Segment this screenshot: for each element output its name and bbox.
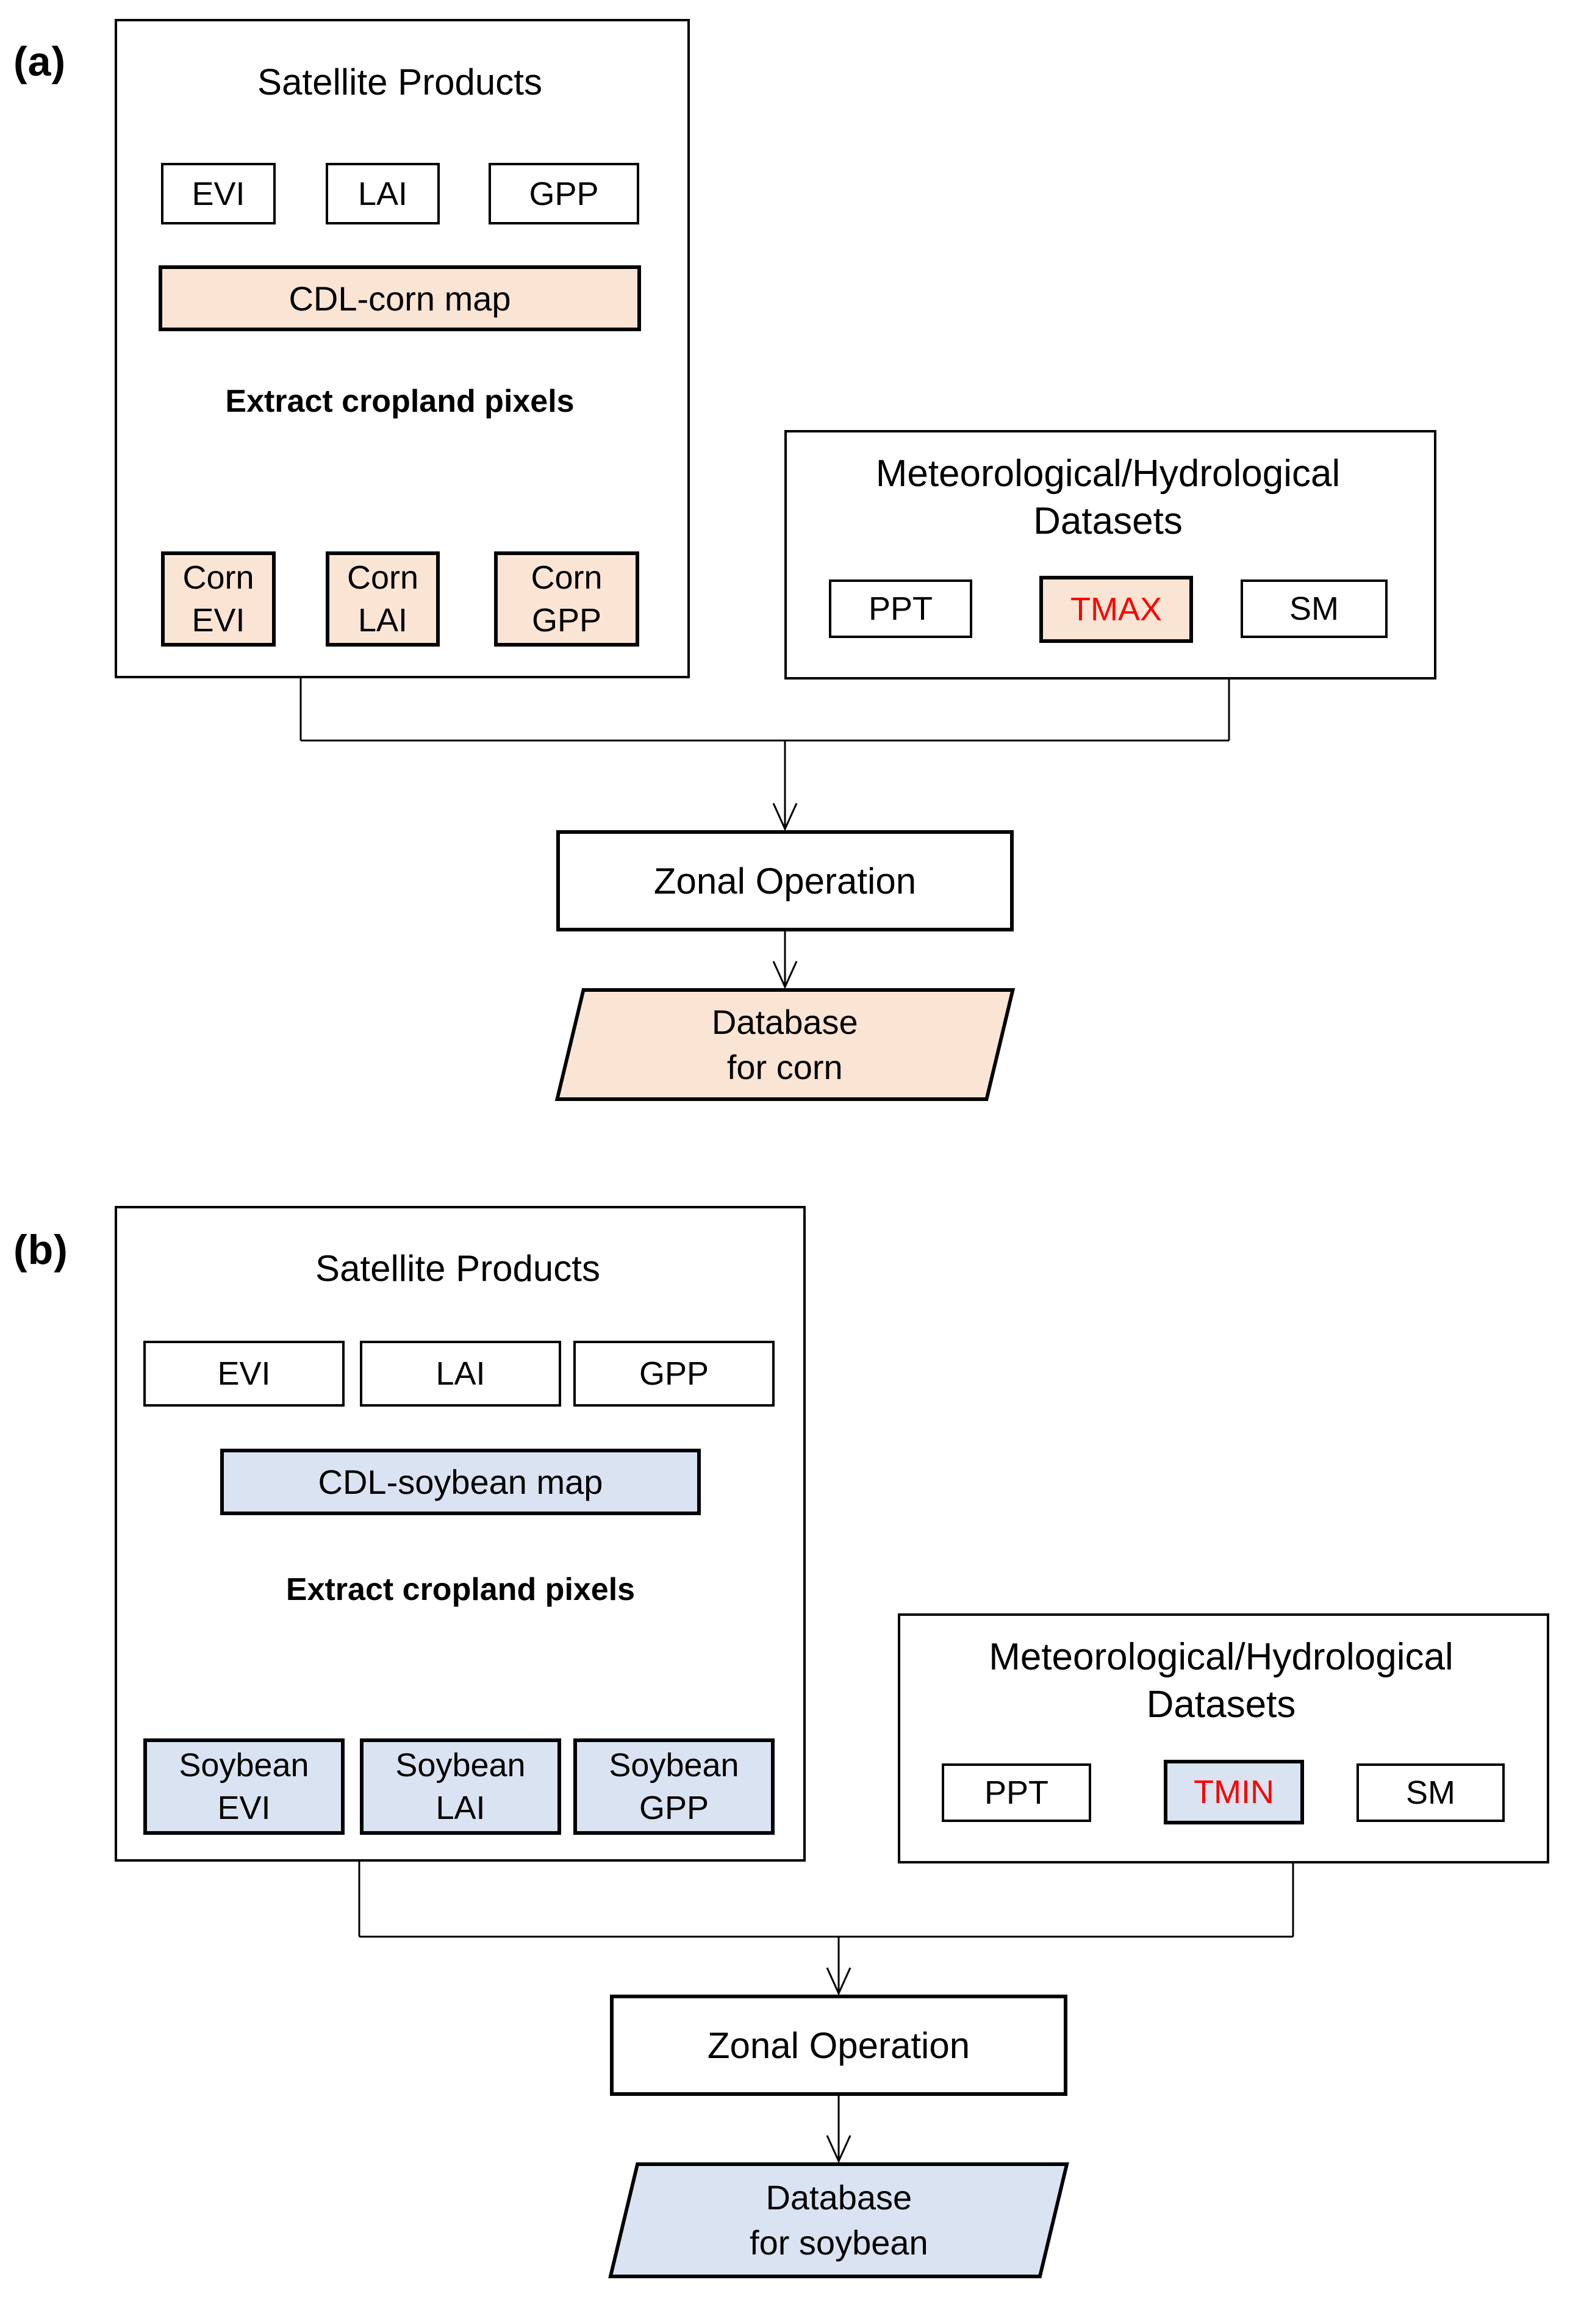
panel-b-tmin-box: TMIN xyxy=(1164,1760,1304,1824)
panel-a-corn-gpp-box: Corn GPP xyxy=(494,551,639,647)
panel-a-met-title-line1: Meteorological/Hydrological xyxy=(875,453,1341,495)
panel-b-sm-box: SM xyxy=(1356,1763,1505,1822)
panel-b-met-title-line2: Datasets xyxy=(1146,1683,1296,1726)
panel-b-database-line1: Database xyxy=(765,2178,912,2217)
panel-a-corn-lai-line1: Corn xyxy=(346,559,419,596)
panel-b-evi-box: EVI xyxy=(143,1341,345,1407)
panel-a-sm-box: SM xyxy=(1241,579,1388,638)
panel-a-database-line1: Database xyxy=(712,1002,858,1041)
panel-a-extract-note: Extract cropland pixels xyxy=(225,384,575,419)
panel-a-corn-lai-line2: LAI xyxy=(357,602,408,639)
panel-a-evi-box: EVI xyxy=(161,163,276,224)
panel-b-cdl-soybean-map-box: CDL-soybean map xyxy=(220,1449,701,1515)
panel-b-soybean-gpp-line2: GPP xyxy=(639,1790,709,1826)
panel-b-soybean-evi-box: Soybean EVI xyxy=(143,1738,345,1835)
panel-b-met-title: Meteorological/Hydrological Datasets xyxy=(898,1634,1544,1728)
panel-a-tmax-box: TMAX xyxy=(1039,576,1193,643)
panel-a-corn-evi-line2: EVI xyxy=(192,602,245,639)
panel-b-database-line2: for soybean xyxy=(749,2223,928,2262)
panel-a-met-title: Meteorological/Hydrological Datasets xyxy=(784,450,1432,545)
panel-b-soybean-lai-box: Soybean LAI xyxy=(360,1738,561,1835)
panel-a-met-title-line2: Datasets xyxy=(1033,500,1183,542)
panel-b-label: (b) xyxy=(13,1227,68,1273)
panel-a-gpp-box: GPP xyxy=(489,163,639,224)
panel-a-corn-evi-box: Corn EVI xyxy=(161,551,276,647)
panel-b-soybean-lai-line2: LAI xyxy=(435,1790,486,1826)
panel-a-corn-gpp-line2: GPP xyxy=(531,602,602,639)
panel-b-gpp-box: GPP xyxy=(573,1341,775,1407)
panel-b-satellite-title: Satellite Products xyxy=(315,1248,600,1289)
panel-b-soybean-lai-line1: Soybean xyxy=(395,1746,526,1784)
panel-b-soybean-evi-line2: EVI xyxy=(217,1790,271,1826)
panel-b-ppt-box: PPT xyxy=(942,1763,1091,1822)
panel-a-zonal-operation-box: Zonal Operation xyxy=(556,830,1014,931)
panel-a-corn-evi-line1: Corn xyxy=(182,559,254,596)
panel-a-corn-gpp-line1: Corn xyxy=(531,559,603,596)
panel-b-lai-box: LAI xyxy=(360,1341,561,1407)
panel-b-met-title-line1: Meteorological/Hydrological xyxy=(989,1636,1453,1678)
panel-b-soybean-evi-line1: Soybean xyxy=(179,1746,309,1784)
panel-b-extract-note: Extract cropland pixels xyxy=(285,1572,636,1607)
panel-b-soybean-gpp-box: Soybean GPP xyxy=(573,1738,775,1835)
panel-a-label: (a) xyxy=(13,38,66,85)
panel-b-soybean-gpp-line1: Soybean xyxy=(609,1746,739,1784)
panel-a-database-line2: for corn xyxy=(727,1047,843,1086)
panel-a-cdl-corn-map-box: CDL-corn map xyxy=(159,265,641,331)
panel-a-ppt-box: PPT xyxy=(829,579,972,638)
panel-b-database-parallelogram: Database for soybean xyxy=(608,2162,1069,2278)
panel-a-database-label: Database for corn xyxy=(712,1000,858,1090)
panel-a-corn-lai-box: Corn LAI xyxy=(326,551,440,647)
panel-b-zonal-operation-box: Zonal Operation xyxy=(610,1995,1067,2096)
panel-a-lai-box: LAI xyxy=(326,163,440,224)
panel-a-database-parallelogram: Database for corn xyxy=(554,988,1016,1101)
panel-b-database-label: Database for soybean xyxy=(750,2175,928,2265)
panel-a-satellite-title: Satellite Products xyxy=(257,62,542,102)
